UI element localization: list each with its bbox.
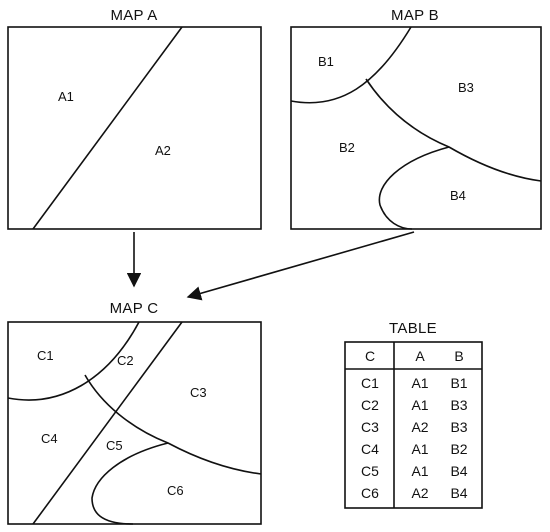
map-c-boundary-b1 — [7, 321, 140, 401]
table-cell: B3 — [450, 419, 467, 435]
table-cell: B2 — [450, 441, 467, 457]
map-c: MAP C C1 C2 C3 C4 C5 C6 — [7, 300, 262, 525]
map-c-boundary-b4 — [91, 442, 169, 525]
region-label-b3: B3 — [458, 80, 474, 95]
map-a: MAP A A1 A2 — [7, 7, 262, 230]
region-label-b4: B4 — [450, 188, 466, 203]
map-a-boundary — [32, 26, 183, 230]
table-row: C6 A2 B4 — [361, 485, 468, 501]
map-b-boundary-b1 — [290, 26, 412, 104]
table-header-row: C A B — [365, 348, 464, 364]
table-cell: A2 — [411, 485, 428, 501]
region-label-a1: A1 — [58, 89, 74, 104]
table-cell: B1 — [450, 375, 467, 391]
region-label-c3: C3 — [190, 385, 207, 400]
region-label-c2: C2 — [117, 353, 134, 368]
map-b-boundary-b3 — [365, 78, 542, 182]
arrow-map-b-to-map-c — [186, 231, 415, 301]
region-label-b1: B1 — [318, 54, 334, 69]
table-frame — [344, 341, 483, 509]
table-cell: C6 — [361, 485, 379, 501]
map-a-frame — [7, 26, 262, 230]
table-title: TABLE — [389, 320, 437, 337]
map-b: MAP B B1 B3 B2 B4 — [290, 7, 542, 230]
table-cell: C2 — [361, 397, 379, 413]
table-cell: B4 — [450, 463, 467, 479]
map-c-title: MAP C — [110, 300, 159, 317]
region-label-c5: C5 — [106, 438, 123, 453]
table-cell: A2 — [411, 419, 428, 435]
table-cell: C3 — [361, 419, 379, 435]
region-label-c4: C4 — [41, 431, 58, 446]
map-b-boundary-b4 — [378, 146, 450, 230]
table-row: C5 A1 B4 — [361, 463, 468, 479]
map-b-title: MAP B — [391, 7, 439, 24]
map-c-frame — [7, 321, 262, 525]
map-a-title: MAP A — [110, 7, 157, 24]
map-c-boundary-a — [32, 321, 183, 525]
region-label-c1: C1 — [37, 348, 54, 363]
table-cell: C1 — [361, 375, 379, 391]
table-cell: C4 — [361, 441, 379, 457]
table-row: C1 A1 B1 — [361, 375, 468, 391]
map-c-boundary-b3 — [84, 374, 262, 475]
table-header-cell: C — [365, 348, 375, 364]
region-label-c6: C6 — [167, 483, 184, 498]
table-cell: A1 — [411, 375, 428, 391]
table-row: C4 A1 B2 — [361, 441, 468, 457]
table-cell: B4 — [450, 485, 467, 501]
table-header-cell: B — [454, 348, 463, 364]
region-label-b2: B2 — [339, 140, 355, 155]
region-label-a2: A2 — [155, 143, 171, 158]
map-b-frame — [290, 26, 542, 230]
lookup-table: TABLE C A B C1 A1 B1 C2 A1 B3 C3 A2 B3 C… — [344, 320, 483, 509]
table-cell: B3 — [450, 397, 467, 413]
table-row: C2 A1 B3 — [361, 397, 468, 413]
table-row: C3 A2 B3 — [361, 419, 468, 435]
table-cell: A1 — [411, 463, 428, 479]
table-cell: C5 — [361, 463, 379, 479]
table-header-cell: A — [415, 348, 425, 364]
table-cell: A1 — [411, 441, 428, 457]
table-cell: A1 — [411, 397, 428, 413]
